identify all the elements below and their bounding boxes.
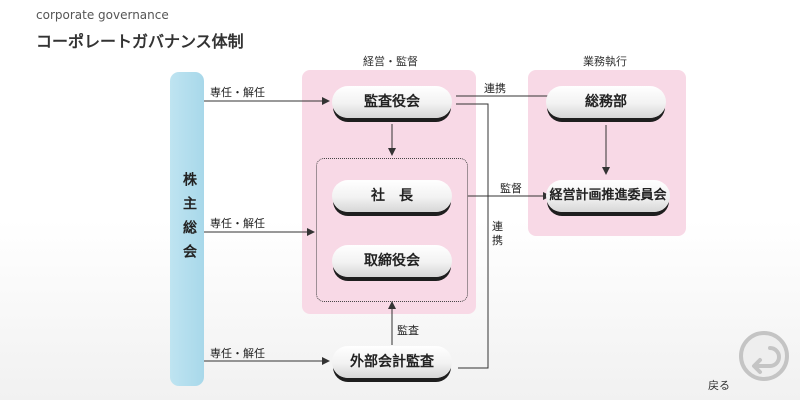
page-subtitle: corporate governance <box>36 8 169 22</box>
liaison-top-label: 連携 <box>484 82 506 95</box>
general-affairs-node[interactable]: 総務部 <box>546 86 666 118</box>
planning-committee-node[interactable]: 経営計画推進委員会 <box>546 180 670 212</box>
liaison-vertical-label: 連携 <box>492 220 503 247</box>
page-title: コーポレートガバナンス体制 <box>36 32 244 51</box>
appoint-top-label: 専任・解任 <box>210 86 265 99</box>
back-label[interactable]: 戻る <box>708 379 730 392</box>
return-arrow-icon <box>739 331 789 381</box>
audit-board-node[interactable]: 監査役会 <box>332 86 452 118</box>
business-execution-group-label: 業務執行 <box>583 55 627 68</box>
shareholders-meeting-label: 株主総会 <box>181 172 197 268</box>
back-button[interactable] <box>738 330 790 382</box>
president-node[interactable]: 社 長 <box>332 180 452 212</box>
appoint-bottom-label: 専任・解任 <box>210 347 265 360</box>
management-audit-group-label: 経営・監督 <box>363 55 418 68</box>
audit-right-label: 監督 <box>500 182 522 195</box>
liaison-vertical-line <box>456 103 489 369</box>
appoint-mid-label: 専任・解任 <box>210 217 265 230</box>
audit-bottom-label: 監査 <box>397 324 419 337</box>
shareholders-meeting[interactable]: 株主総会 <box>170 72 204 386</box>
board-of-directors-node[interactable]: 取締役会 <box>332 245 452 277</box>
external-auditor-node[interactable]: 外部会計監査 <box>332 346 452 378</box>
